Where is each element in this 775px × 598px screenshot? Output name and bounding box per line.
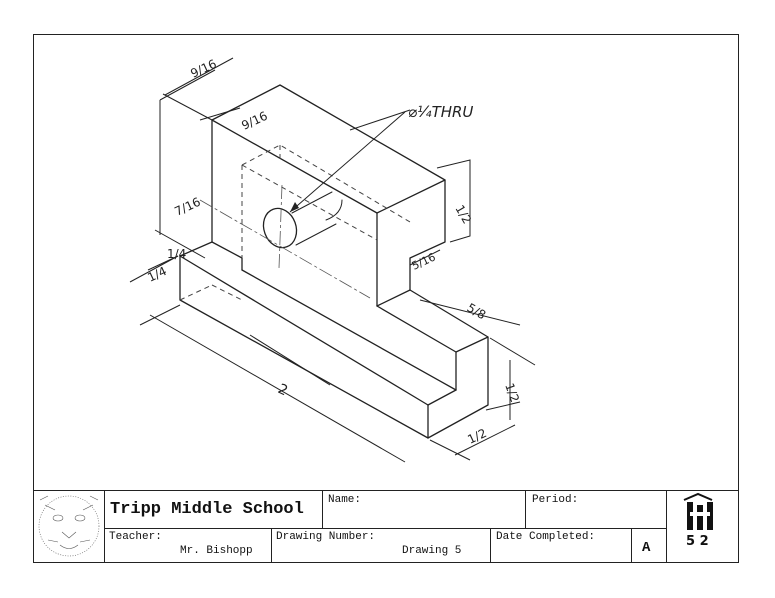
hole-callout: ⌀¼THRU [408,103,473,121]
dim-step-quarter-b: 1/4 [145,264,168,285]
dim-left-height: 7/16 [172,195,202,219]
logo-number: 5 2 [686,534,709,549]
hidden-lines [179,144,411,301]
school-name: Tripp Middle School [110,500,304,519]
name-label: Name: [328,494,362,506]
grade-value: A [642,540,651,556]
period-label: Period: [532,494,579,506]
date-completed-label: Date Completed: [496,531,596,543]
school-logo [683,492,713,530]
dim-length: 2 [275,381,290,399]
drawing-number-value: Drawing 5 [402,545,462,557]
sheet-border [33,34,739,563]
isometric-part [179,84,489,439]
dim-base-height: 1/2 [502,381,522,404]
title-block [33,490,739,563]
drawing-number-label: Drawing Number: [276,531,376,543]
dim-notch: 5/16 [410,250,438,272]
dim-step-quarter-a: 1/4 [167,247,186,261]
callout-arrow [290,202,299,212]
teacher-value: Mr. Bishopp [180,545,253,557]
dim-right-height: 1/2 [452,203,474,227]
dim-depth: 5/8 [465,300,489,322]
dimension-lines [129,57,536,463]
dim-base-width: 1/2 [465,426,488,447]
dim-inner-offset: 9/16 [239,109,269,133]
center-lines [199,184,371,299]
teacher-label: Teacher: [109,531,162,543]
tiger-logo [38,495,100,557]
dim-top-width: 9/16 [188,57,218,81]
